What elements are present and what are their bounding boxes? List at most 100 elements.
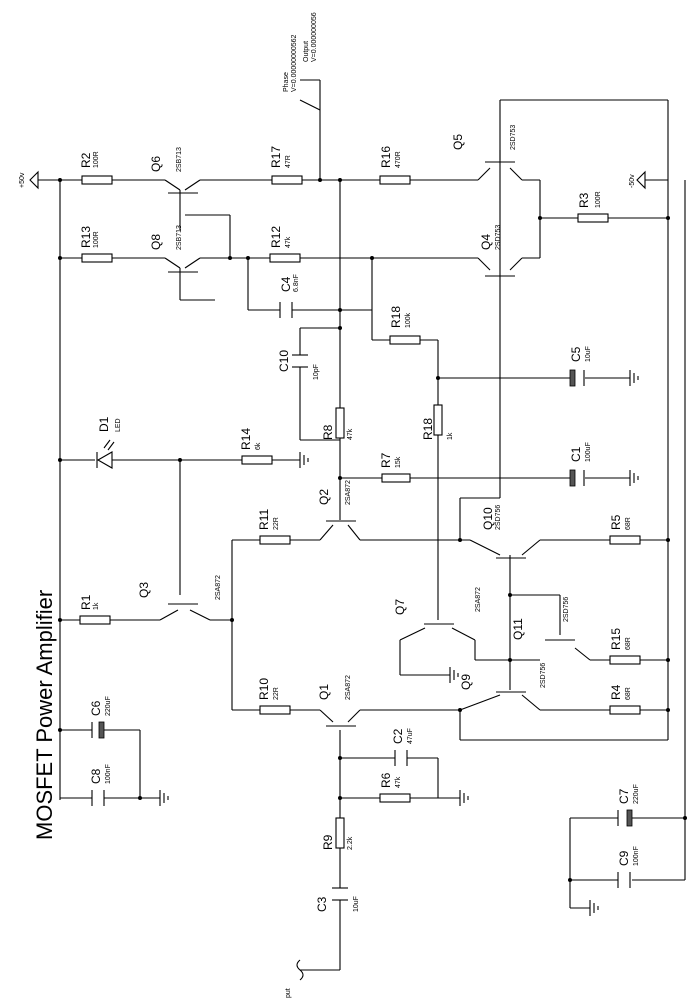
- c3-ref: C3: [315, 896, 329, 912]
- r7-ref: R7: [379, 452, 393, 468]
- r15-value: 68R: [625, 637, 632, 650]
- led-d1: [96, 439, 115, 469]
- r18-ref: R18: [389, 306, 403, 328]
- r19-ref: R18: [421, 418, 435, 440]
- capacitor-c8: [91, 790, 105, 806]
- c7-ref: C7: [617, 788, 631, 804]
- resistor-r14: [241, 455, 273, 465]
- resistor-r1: [79, 615, 111, 625]
- c1-ref: C1: [569, 446, 583, 462]
- resistor-r8: [335, 407, 345, 439]
- r16-ref: R16: [379, 146, 393, 168]
- q2-value: 2SA872: [345, 480, 352, 505]
- capacitor-c9: [617, 872, 631, 888]
- q3-value: 2SA872: [215, 575, 222, 600]
- r5-ref: R5: [609, 514, 623, 530]
- resistor-r13: [81, 253, 113, 263]
- input-source-icon: [296, 959, 304, 981]
- r2-ref: R2: [79, 152, 93, 168]
- labels: MOSFET Power Amplifier +50v -50v Phase V…: [19, 12, 640, 998]
- wires: [38, 79, 686, 971]
- resistor-r17: [271, 175, 303, 185]
- q7-value: 2SA872: [475, 587, 482, 612]
- resistor-r19: [433, 404, 443, 436]
- page-title: MOSFET Power Amplifier: [32, 590, 57, 840]
- r12-value: 47k: [285, 236, 292, 248]
- resistor-r12: [269, 253, 301, 263]
- q2-ref: Q2: [317, 489, 331, 505]
- positive-rail-label: +50v: [19, 172, 26, 188]
- r3-value: 100R: [595, 191, 602, 208]
- ground-icon: [629, 470, 639, 486]
- ground-icon: [449, 667, 459, 683]
- c10-ref: C10: [277, 350, 291, 372]
- c9-value: 100nF: [633, 846, 640, 866]
- q4-value: 2SD753: [495, 225, 502, 250]
- c1-value: 100uF: [585, 442, 592, 462]
- r2-value: 100R: [93, 151, 100, 168]
- ground-icon: [299, 452, 309, 468]
- r11-ref: R11: [257, 509, 271, 530]
- r7-value: 15k: [395, 456, 402, 468]
- resistor-r9: [335, 817, 345, 849]
- q11-value: 2SD756: [563, 597, 570, 622]
- negative-rail-label: -50v: [629, 174, 636, 188]
- capacitor-c1: [569, 469, 585, 487]
- q8-value: 2SB713: [176, 225, 183, 250]
- r4-ref: R4: [609, 684, 623, 700]
- output-probe-name: Output: [303, 41, 310, 62]
- r18-value: 100k: [405, 312, 412, 328]
- q10-ref: Q10: [481, 507, 495, 530]
- phase-probe-name: Phase: [283, 72, 290, 92]
- resistor-r4: [609, 705, 641, 715]
- r12-ref: R12: [269, 226, 283, 248]
- c2-value: 47uF: [407, 728, 414, 744]
- capacitor-c3: [332, 887, 348, 901]
- c8-value: 100nF: [105, 764, 112, 784]
- r17-ref: R17: [269, 146, 283, 168]
- q12-value: 2SD756: [540, 663, 547, 688]
- ground-icon: [589, 900, 599, 916]
- r14-value: 6k: [255, 442, 262, 450]
- capacitors: [91, 302, 633, 901]
- d1-value: LED: [115, 418, 122, 432]
- r8-ref: R8: [321, 424, 335, 440]
- resistor-r2: [81, 175, 113, 185]
- r13-value: 100R: [93, 231, 100, 248]
- capacitor-c7: [617, 809, 633, 827]
- r1-value: 1k: [93, 602, 100, 610]
- q1-ref: Q1: [317, 684, 331, 700]
- ground-symbols: [159, 370, 639, 916]
- d1-ref: D1: [97, 416, 111, 432]
- c4-ref: C4: [279, 276, 293, 292]
- r5-value: 68R: [625, 517, 632, 530]
- r10-ref: R10: [257, 678, 271, 700]
- rail-arrows: [29, 170, 646, 981]
- r14-ref: R14: [239, 428, 253, 450]
- r9-value: 2.2k: [347, 836, 354, 850]
- junctions: [58, 178, 687, 882]
- resistor-r3: [577, 213, 609, 223]
- ground-icon: [159, 790, 169, 806]
- capacitor-c4: [279, 302, 293, 318]
- q6-value: 2SB713: [176, 147, 183, 172]
- r9-ref: R9: [321, 834, 335, 850]
- r17-value: 47R: [285, 155, 292, 168]
- r10-value: 22R: [273, 687, 280, 700]
- capacitor-c10: [292, 354, 308, 368]
- q7-ref: Q7: [393, 599, 407, 615]
- r4-value: 68R: [625, 687, 632, 700]
- c2-ref: C2: [391, 728, 405, 744]
- c4-value: 6.8nF: [293, 274, 300, 292]
- resistor-r16: [379, 175, 411, 185]
- c3-value: 10uF: [353, 896, 360, 912]
- r6-ref: R6: [379, 772, 393, 788]
- r19-value: 1k: [447, 432, 454, 440]
- resistor-r6: [379, 793, 411, 803]
- c8-ref: C8: [89, 768, 103, 784]
- ground-icon: [459, 790, 469, 806]
- c5-ref: C5: [569, 346, 583, 362]
- resistor-r11: [259, 535, 291, 545]
- r6-value: 47k: [395, 776, 402, 788]
